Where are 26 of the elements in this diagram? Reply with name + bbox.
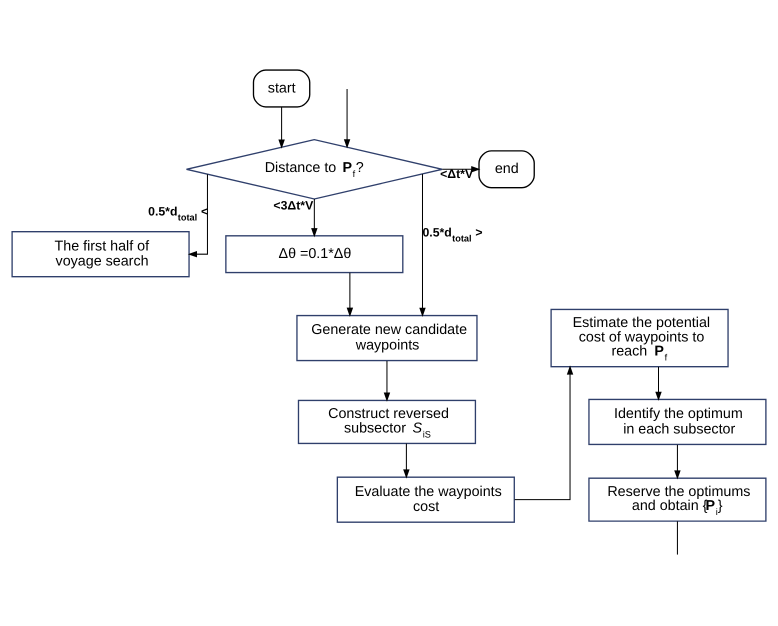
node-box: Δθ =0.1*Δθ bbox=[225, 235, 404, 274]
edge-label: 0.5*d$_{total}$ > bbox=[422, 226, 483, 244]
node-box: start bbox=[252, 69, 310, 108]
arrow bbox=[346, 272, 354, 317]
arrow bbox=[311, 199, 318, 238]
node-box: Identify the optimum in each subsector bbox=[588, 398, 767, 446]
node-box: Reserve the optimums and obtain {P$_{i}$} bbox=[588, 478, 767, 522]
arrow bbox=[419, 174, 426, 317]
arrow bbox=[403, 444, 410, 479]
node-box: Construct reversed subsector S$_{iS}$ bbox=[298, 400, 476, 444]
arrow bbox=[188, 174, 208, 258]
node-box: Generate new candidate waypoints bbox=[296, 314, 478, 362]
arrow bbox=[674, 444, 681, 480]
arrow bbox=[514, 365, 574, 500]
connector bbox=[676, 521, 678, 555]
arrow bbox=[655, 366, 662, 401]
arrow bbox=[384, 360, 390, 402]
arrow bbox=[278, 107, 285, 149]
edge-label: <Δt*V bbox=[440, 167, 474, 182]
arrow bbox=[442, 166, 480, 173]
node-box: Estimate the potential cost of waypoints to reach P$_{f}$ bbox=[550, 308, 729, 368]
arrow bbox=[344, 89, 350, 148]
node-box: Evaluate the waypoints cost bbox=[336, 476, 515, 523]
edge-label: <3Δt*V bbox=[273, 198, 314, 212]
node-box: end bbox=[478, 150, 535, 188]
node-box: The first half of voyage search bbox=[11, 231, 190, 278]
